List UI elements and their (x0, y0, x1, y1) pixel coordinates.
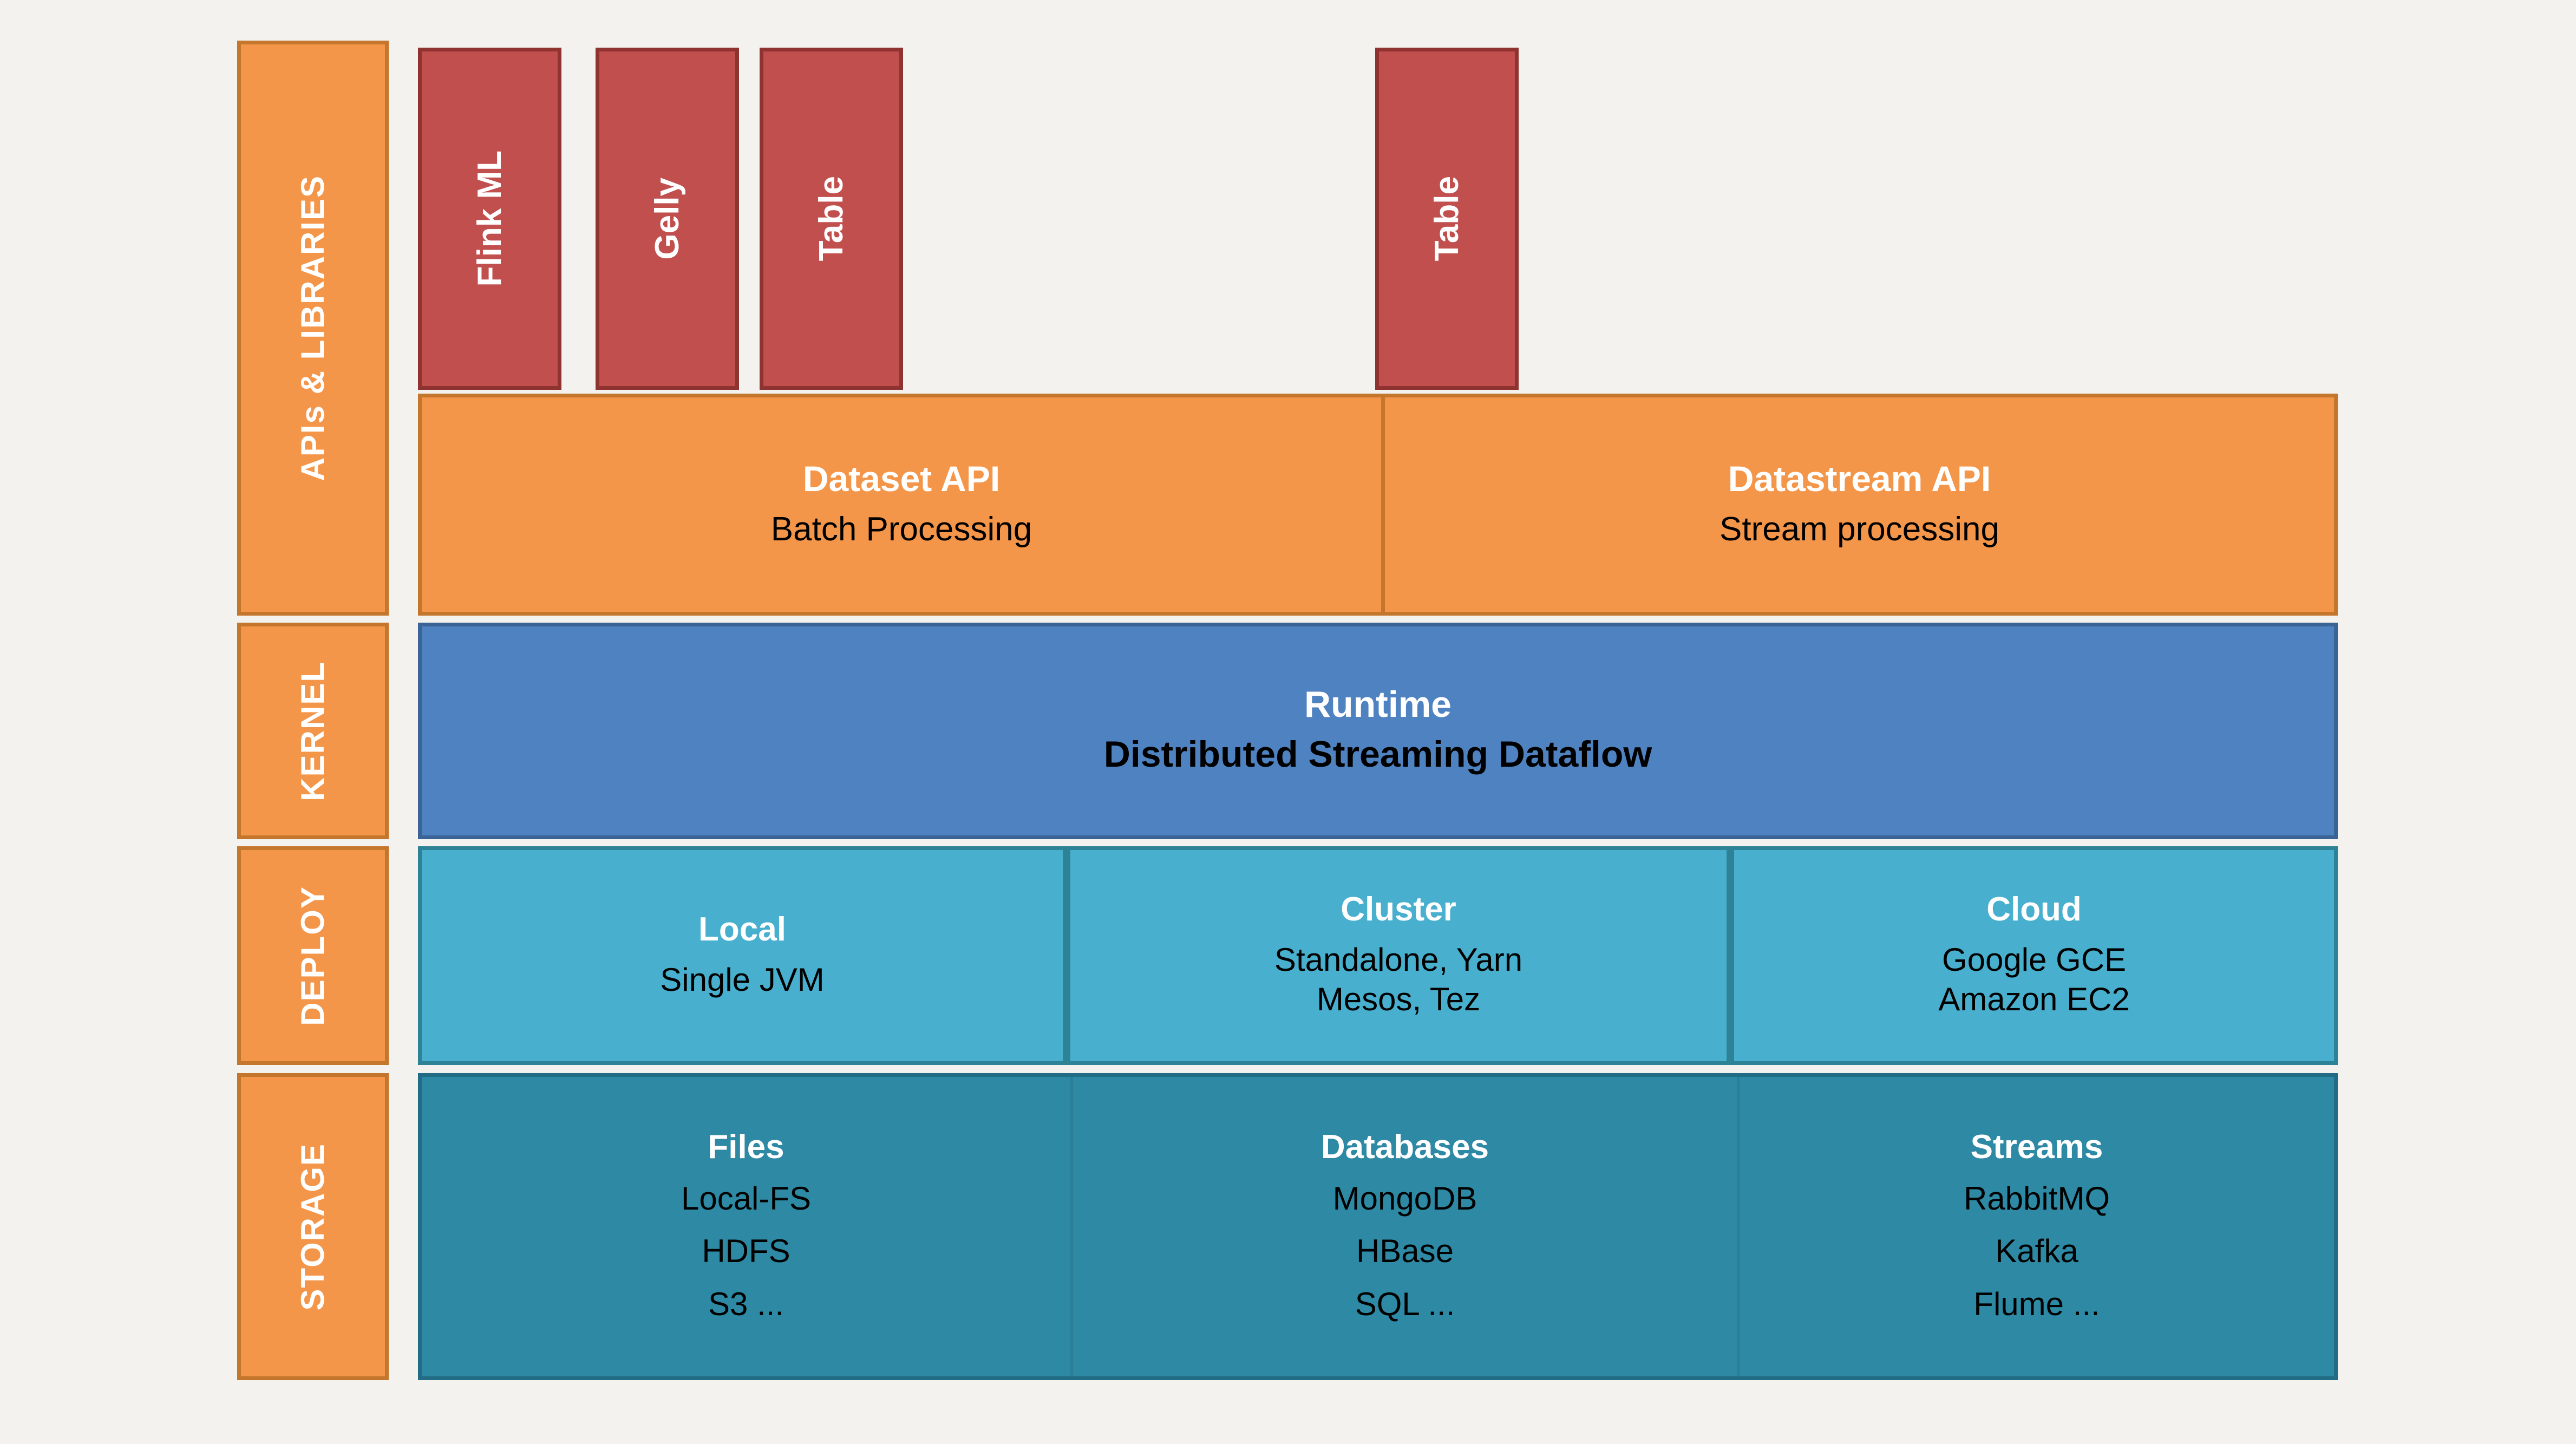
rail-label-apis-libraries: APIs & LIBRARIES (295, 175, 331, 481)
api-cell-subtitle: Batch Processing (770, 510, 1032, 548)
storage-title: Streams (1970, 1128, 2103, 1166)
rail-deploy: DEPLOY (237, 846, 389, 1065)
deploy-box-cloud[interactable]: Cloud Google GCE Amazon EC2 (1730, 846, 2338, 1065)
rail-kernel: KERNEL (237, 623, 389, 839)
rail-storage: STORAGE (237, 1073, 389, 1380)
storage-line-1: Local-FS (681, 1180, 812, 1217)
library-chip-table-stream[interactable]: Table (1375, 48, 1519, 390)
library-chip-gelly[interactable]: Gelly (596, 48, 739, 390)
library-chip-label: Table (1428, 176, 1466, 262)
deploy-box-local[interactable]: Local Single JVM (418, 846, 1067, 1065)
api-cell-dataset[interactable]: Dataset API Batch Processing (422, 397, 1381, 612)
storage-line-1: MongoDB (1332, 1180, 1477, 1217)
api-cell-subtitle: Stream processing (1719, 510, 1999, 548)
deploy-line-1: Single JVM (660, 961, 825, 998)
deploy-line-2: Mesos, Tez (1316, 981, 1481, 1018)
storage-line-2: Kafka (1995, 1233, 2078, 1270)
storage-cell-databases[interactable]: Databases MongoDB HBase SQL ... (1070, 1077, 1737, 1376)
storage-layer-band: Files Local-FS HDFS S3 ... Databases Mon… (418, 1073, 2338, 1380)
storage-line-1: RabbitMQ (1963, 1180, 2110, 1217)
rail-label-storage: STORAGE (295, 1142, 331, 1311)
storage-line-3: Flume ... (1973, 1285, 2100, 1322)
deploy-title: Cluster (1341, 891, 1456, 929)
library-chip-label: Gelly (648, 178, 686, 260)
storage-title: Databases (1320, 1128, 1489, 1166)
api-cell-title: Datastream API (1728, 458, 1991, 499)
api-cell-title: Dataset API (802, 458, 1001, 499)
storage-cell-files[interactable]: Files Local-FS HDFS S3 ... (422, 1077, 1070, 1376)
api-layer-band: Dataset API Batch Processing Datastream … (418, 394, 2338, 616)
library-chip-label: Table (812, 176, 850, 262)
storage-line-3: S3 ... (708, 1285, 784, 1322)
rail-label-deploy: DEPLOY (295, 885, 331, 1026)
deploy-title: Local (698, 910, 786, 948)
deploy-line-1: Google GCE (1941, 942, 2127, 978)
runtime-title: Runtime (1304, 683, 1452, 725)
deploy-line-2: Amazon EC2 (1938, 981, 2130, 1018)
storage-title: Files (708, 1128, 784, 1166)
rail-apis-libraries: APIs & LIBRARIES (237, 41, 389, 616)
deploy-box-cluster[interactable]: Cluster Standalone, Yarn Mesos, Tez (1067, 846, 1730, 1065)
rail-label-kernel: KERNEL (295, 661, 331, 801)
runtime-subtitle: Distributed Streaming Dataflow (1103, 734, 1652, 775)
deploy-line-1: Standalone, Yarn (1274, 942, 1523, 978)
storage-line-2: HBase (1356, 1233, 1454, 1270)
library-chip-flink-ml[interactable]: Flink ML (418, 48, 561, 390)
runtime-box[interactable]: Runtime Distributed Streaming Dataflow (418, 623, 2338, 839)
storage-line-3: SQL ... (1355, 1285, 1455, 1322)
library-chip-table-batch[interactable]: Table (760, 48, 903, 390)
api-cell-datastream[interactable]: Datastream API Stream processing (1381, 397, 2334, 612)
library-chip-label: Flink ML (470, 151, 508, 287)
deploy-title: Cloud (1986, 891, 2082, 929)
storage-cell-streams[interactable]: Streams RabbitMQ Kafka Flume ... (1737, 1077, 2334, 1376)
storage-line-2: HDFS (702, 1233, 790, 1270)
